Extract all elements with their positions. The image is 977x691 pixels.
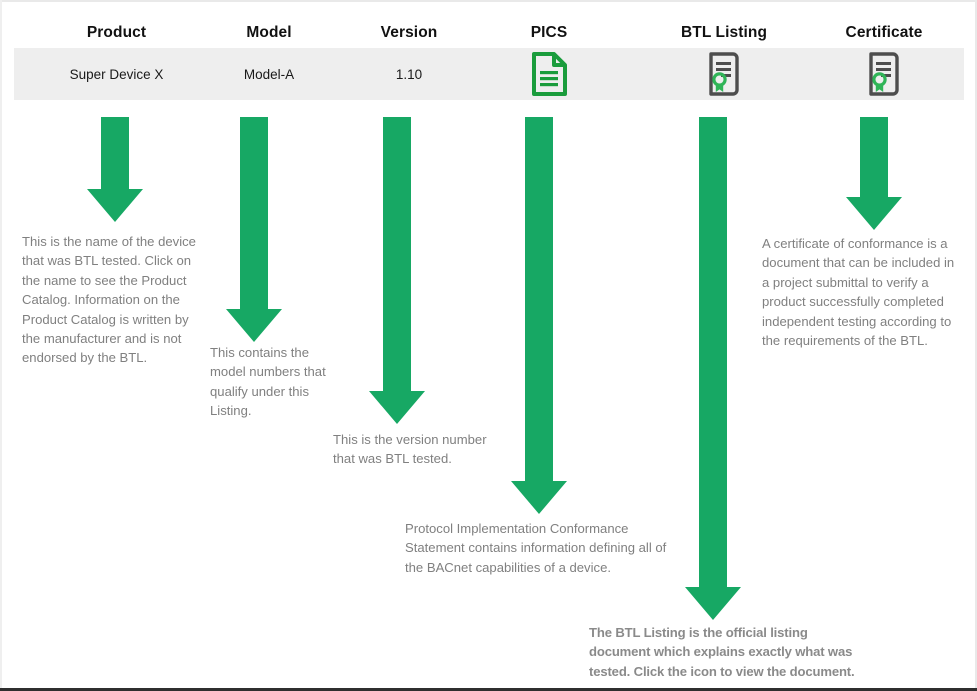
column-header-product: Product [86, 24, 147, 41]
left-divider [0, 0, 2, 691]
arrow-down-pics [511, 117, 567, 514]
annotation-btl-listing: The BTL Listing is the official listing … [589, 625, 855, 679]
top-divider [0, 0, 977, 2]
table-row: Super Device X Model-A 1.10 [14, 48, 964, 100]
column-header-model: Model [246, 24, 292, 41]
certificate-icon[interactable] [706, 52, 742, 96]
document-icon[interactable] [531, 52, 567, 96]
annotation-pics: Protocol Implementation Conformance Stat… [405, 521, 667, 575]
column-header-pics: PICS [530, 24, 568, 41]
cell-pics[interactable] [484, 48, 614, 100]
annotation-certificate: A certificate of conformance is a docume… [762, 236, 955, 349]
cell-model-number: Model-A [243, 66, 295, 82]
cell-certificate[interactable] [804, 48, 964, 100]
column-header-btl-listing: BTL Listing [680, 24, 768, 41]
annotation-model: This contains the model numbers that qua… [210, 345, 326, 419]
column-header-version: Version [380, 24, 438, 41]
annotation-product: This is the name of the device that was … [22, 234, 196, 366]
arrow-down-version [369, 117, 425, 424]
column-header-certificate: Certificate [845, 24, 923, 41]
table-header-row: Product Model Version PICS BTL Listing C… [14, 18, 964, 48]
right-divider [975, 0, 977, 691]
bottom-divider [0, 688, 977, 691]
arrow-down-btl-listing [685, 117, 741, 620]
arrow-down-product [87, 117, 143, 222]
cell-product-name[interactable]: Super Device X [69, 66, 164, 82]
cell-btl-listing[interactable] [644, 48, 804, 100]
cell-version-number: 1.10 [395, 66, 423, 82]
arrow-down-certificate [846, 117, 902, 230]
certificate-icon[interactable] [866, 52, 902, 96]
arrow-down-model [226, 117, 282, 342]
annotation-version: This is the version number that was BTL … [333, 432, 487, 467]
